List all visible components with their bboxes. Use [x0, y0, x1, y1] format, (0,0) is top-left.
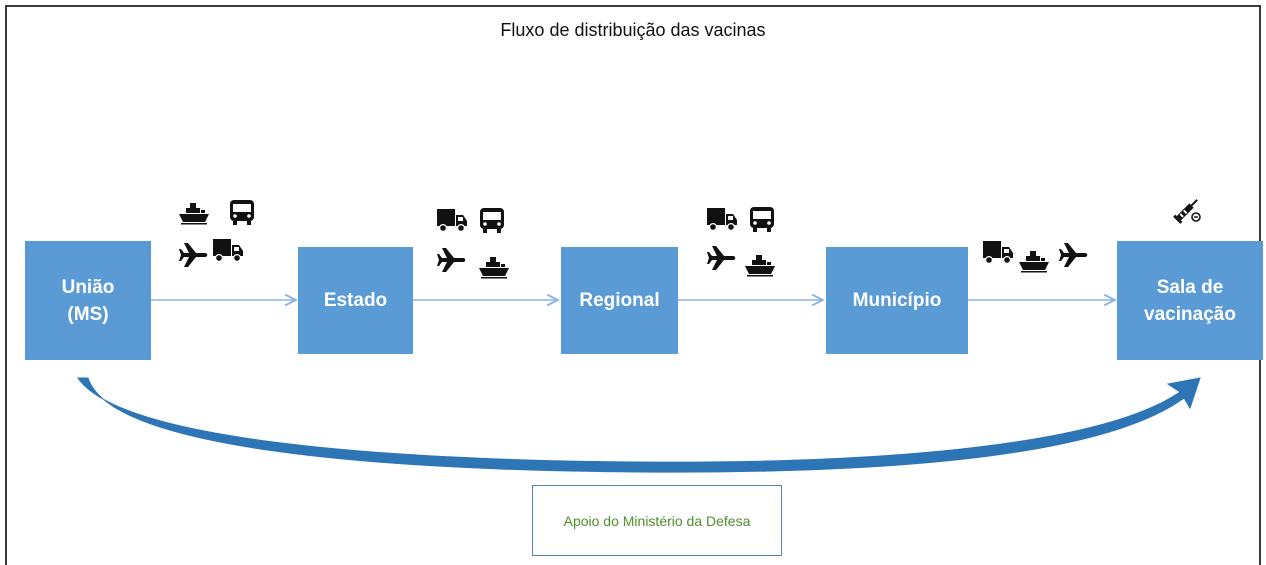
node-sala-line2: vacinação	[1144, 303, 1236, 325]
syringe-icon	[1173, 199, 1201, 224]
bus-icon	[750, 207, 774, 232]
truck-icon	[437, 209, 467, 233]
support-label: Apoio do Ministério da Defesa	[563, 512, 751, 529]
support-box: Apoio do Ministério da Defesa	[532, 485, 782, 556]
node-estado: Estado	[298, 247, 413, 354]
truck-icon	[707, 208, 737, 232]
node-municipio-label: Município	[852, 290, 942, 311]
ship-icon	[745, 255, 775, 277]
truck-icon	[983, 241, 1013, 265]
ship-icon	[179, 203, 209, 225]
node-estado-label: Estado	[323, 290, 388, 311]
support-curved-arrow	[77, 377, 1201, 473]
node-municipio: Município	[826, 247, 968, 354]
node-sala-de-vacinacao: Sala de vacinação	[1117, 241, 1263, 360]
node-sala-line1: Sala de	[1156, 276, 1224, 298]
node-regional: Regional	[561, 247, 678, 354]
airplane-icon	[707, 246, 736, 270]
node-uniao-line1: União	[61, 276, 115, 298]
airplane-icon	[437, 248, 466, 272]
bus-icon	[480, 208, 504, 233]
ship-icon	[479, 257, 509, 279]
ship-icon	[1019, 251, 1049, 273]
node-uniao: União (MS)	[25, 241, 151, 360]
airplane-icon	[179, 243, 208, 267]
node-uniao-line2: (MS)	[67, 303, 109, 325]
node-regional-label: Regional	[579, 290, 660, 311]
truck-icon	[213, 239, 243, 263]
diagram-title: Fluxo de distribuição das vacinas	[500, 20, 766, 40]
bus-icon	[230, 200, 254, 225]
airplane-icon	[1059, 243, 1088, 267]
